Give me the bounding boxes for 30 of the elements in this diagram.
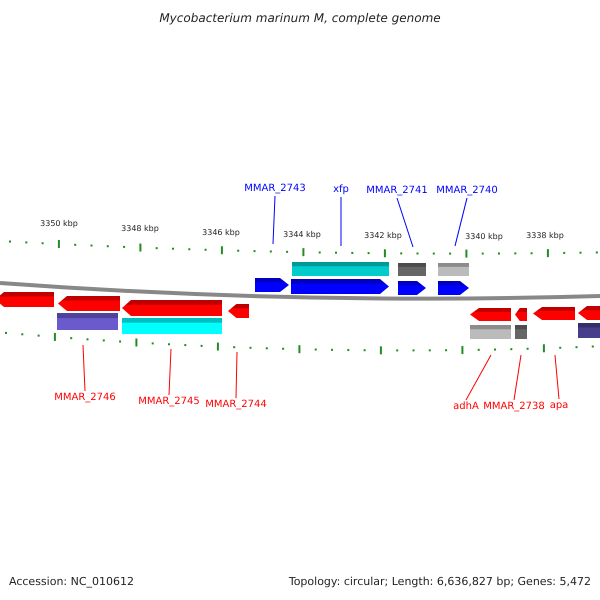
gene-label: MMAR_2741	[366, 185, 428, 197]
leader-line	[466, 354, 492, 400]
gene-label: MMAR_2744	[205, 399, 267, 411]
leader-line	[454, 198, 468, 246]
gene-label: xfp	[333, 184, 349, 196]
gene-label: MMAR_2743	[244, 183, 306, 195]
scale-label: 3344 kbp	[283, 230, 321, 240]
leader-line	[514, 354, 522, 400]
footer-text: Accession: NC_010612	[9, 574, 134, 590]
scale-label: 3338 kbp	[526, 231, 564, 241]
gene-label: adhA	[453, 401, 479, 413]
leader-line	[340, 196, 342, 246]
leader-line	[82, 344, 86, 392]
gene-label: MMAR_2746	[54, 392, 116, 404]
scale-label: 3340 kbp	[465, 232, 503, 242]
footer-text: Topology: circular; Length: 6,636,827 bp; Genes: 5,472	[288, 574, 591, 590]
leader-line	[554, 354, 560, 400]
scale-label: 3346 kbp	[202, 228, 240, 238]
leader-line	[236, 352, 238, 398]
gene-label: MMAR_2738	[483, 401, 545, 413]
scale-label: 3342 kbp	[364, 231, 402, 241]
leader-line	[168, 348, 172, 396]
scale-label: 3348 kbp	[121, 224, 159, 234]
leader-line	[272, 196, 276, 244]
gene-label: MMAR_2740	[436, 185, 498, 197]
leader-line	[396, 198, 414, 248]
title: Mycobacterium marinum M, complete genome	[159, 10, 441, 27]
gene-label: MMAR_2745	[138, 396, 200, 408]
scale-label: 3350 kbp	[40, 219, 78, 229]
gene-label: apa	[550, 400, 568, 412]
